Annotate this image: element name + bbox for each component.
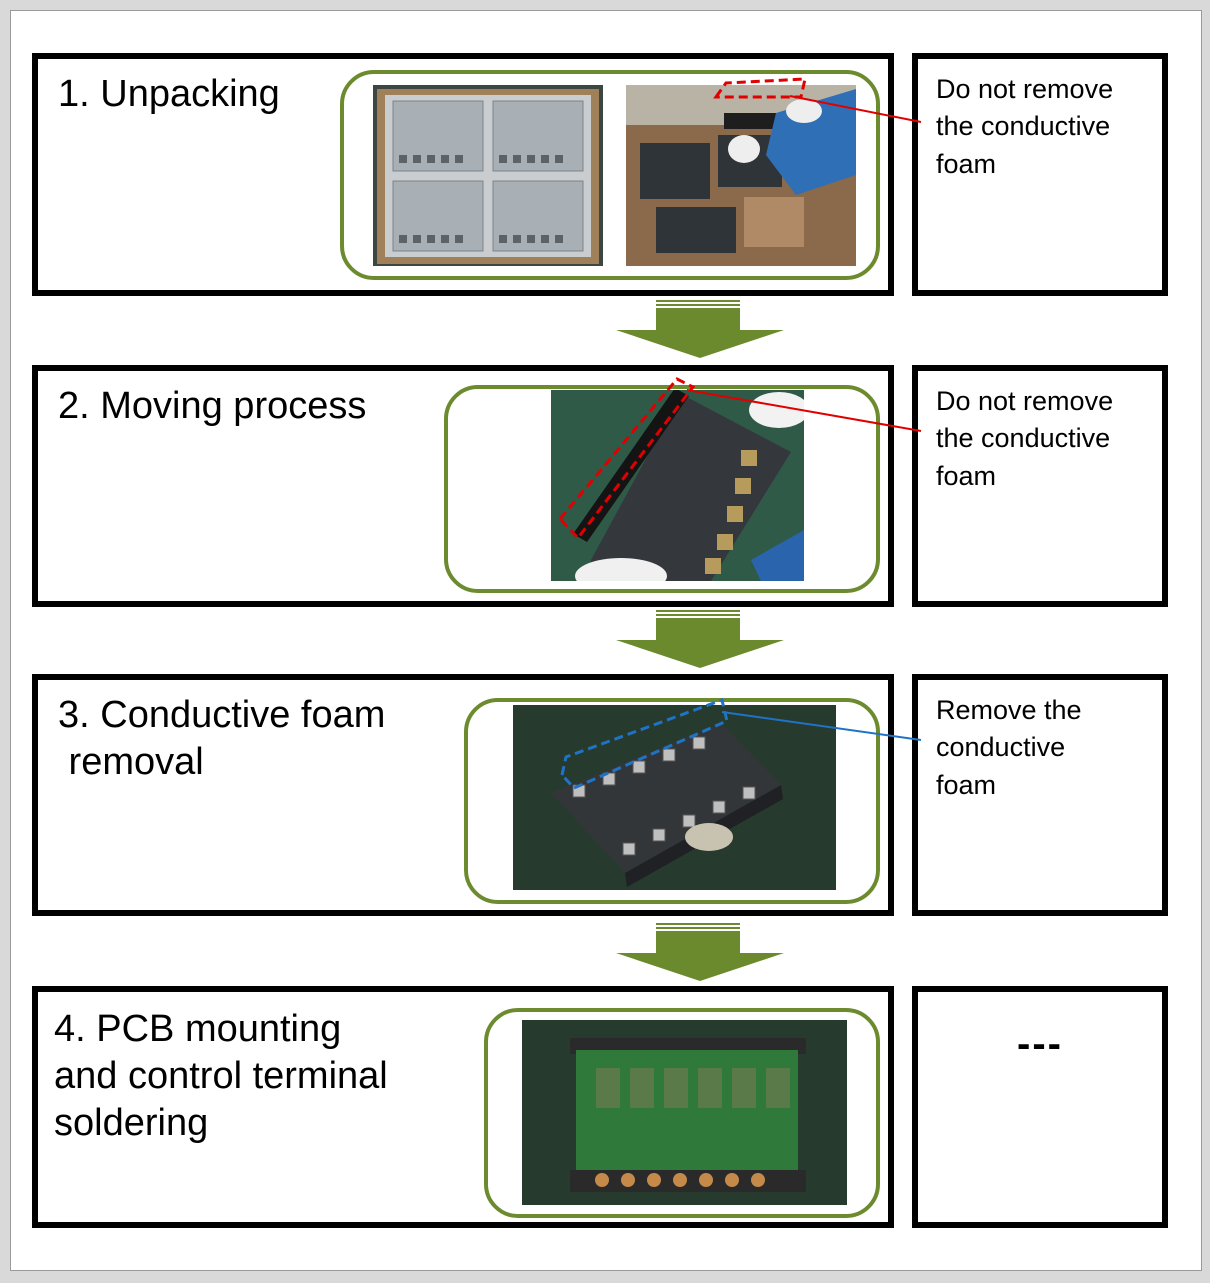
pcb-mounted-module-photo — [522, 1020, 847, 1205]
step-1-note-box: Do not remove the conductive foam — [912, 53, 1168, 296]
down-arrow-icon — [616, 610, 784, 668]
step-2-box: 2. Moving process — [32, 365, 894, 607]
step-1-note-text: Do not remove the conductive foam — [936, 74, 1114, 179]
step-3-title: 3. Conductive foam removal — [58, 694, 386, 784]
down-arrow-icon — [616, 923, 784, 981]
foam-marker-step-2 — [557, 377, 696, 541]
step-4-title: 4. PCB mounting and control terminal sol… — [54, 1008, 388, 1145]
step-3-box: 3. Conductive foam removal — [32, 674, 894, 916]
step-2-title: 2. Moving process — [58, 385, 367, 427]
module-tray-photo — [373, 85, 603, 266]
down-arrow-icon — [616, 300, 784, 358]
step-1-box: 1. Unpacking — [32, 53, 894, 296]
module-without-foam-photo — [513, 705, 836, 890]
step-4-box: 4. PCB mounting and control terminal sol… — [32, 986, 894, 1228]
gloved-hand-lifting-module-photo — [626, 85, 856, 266]
callout-line-step-3 — [721, 711, 922, 741]
callout-line-step-1 — [789, 95, 922, 123]
step-1-title: 1. Unpacking — [58, 73, 280, 115]
step-2-note-text: Do not remove the conductive foam — [936, 386, 1114, 491]
step-3-note-text: Remove the conductive foam — [936, 695, 1082, 800]
callout-line-step-2 — [686, 389, 922, 432]
step-2-note-box: Do not remove the conductive foam — [912, 365, 1168, 607]
foam-marker-step-3 — [560, 698, 729, 790]
step-4-note-text: --- — [1017, 1022, 1063, 1066]
step-3-note-box: Remove the conductive foam — [912, 674, 1168, 916]
foam-marker-step-1 — [713, 77, 807, 99]
step-4-note-box: --- — [912, 986, 1168, 1228]
